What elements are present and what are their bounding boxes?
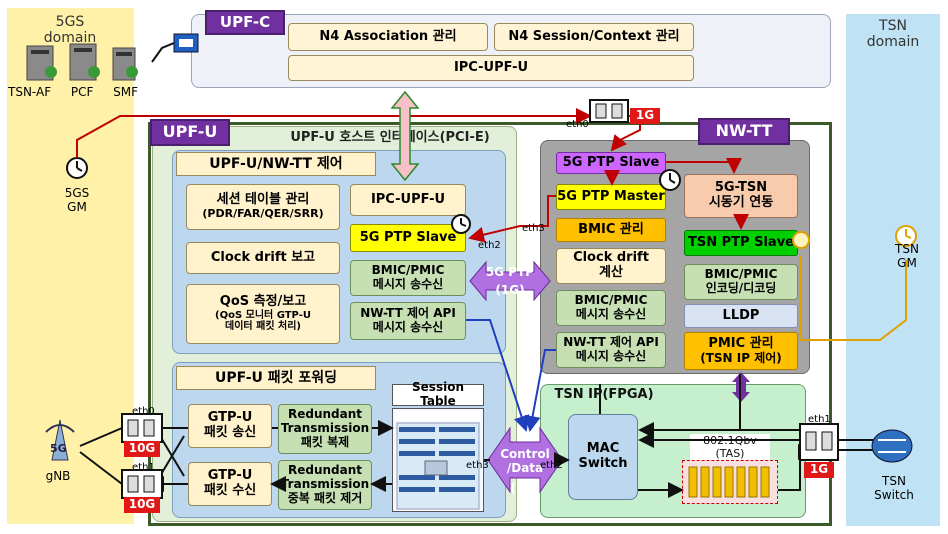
port-eth3-mid: eth3 <box>466 460 489 471</box>
ethernet-port-icon-top <box>589 99 629 123</box>
pmic-mgmt-box: PMIC 관리(TSN IP 제어) <box>684 332 798 370</box>
upf-c-tag: UPF-C <box>205 10 285 35</box>
upf-u-forwarding-title: UPF-U 패킷 포워딩 <box>176 366 376 390</box>
session-table-graphic <box>392 408 484 512</box>
port-1g-right: 1G <box>804 462 834 478</box>
session-table-title: Session Table <box>392 380 484 408</box>
port-eth1-left: eth1 <box>132 462 155 473</box>
upf-u-tag: UPF-U <box>150 119 230 146</box>
gnb-label: gNB <box>45 469 71 484</box>
port-10g-a: 10G <box>124 441 160 457</box>
server-label-tsnaf: TSN-AF <box>8 85 52 99</box>
port-eth3-top: eth3 <box>522 223 545 234</box>
qbv-label: 802.1Qbv(TAS) <box>690 434 770 462</box>
tsn-ptp-slave-box: TSN PTP Slave <box>684 230 798 256</box>
session-table-mgmt-box: 세션 테이블 관리(PDR/FAR/QER/SRR) <box>186 184 340 230</box>
ipc-upf-u-top-box: IPC-UPF-U <box>288 55 694 81</box>
qbv-queues-svg <box>688 466 770 498</box>
server-label-pcf: PCF <box>70 85 94 99</box>
server-label-row: TSN-AF PCF SMF <box>8 85 138 104</box>
upf-u-ptp-slave-box: 5G PTP Slave <box>350 224 466 252</box>
qbv-tas-graphic <box>682 460 778 504</box>
server-label-smf: SMF <box>113 85 138 99</box>
n4-association-box: N4 Association 관리 <box>288 23 488 51</box>
session-table-svg <box>395 411 481 510</box>
tsn-ip-title: TSN IP(FPGA) <box>554 386 654 402</box>
port-1g-top: 1G <box>630 108 660 124</box>
host-interface-label: UPF-U 호스트 인터페이스(PCI-E) <box>290 129 490 145</box>
port-eth1-right: eth1 <box>808 414 831 425</box>
ipc-upf-u-box: IPC-UPF-U <box>350 184 466 216</box>
clock-drift-report-box: Clock drift 보고 <box>186 242 340 274</box>
n4-session-box: N4 Session/Context 관리 <box>494 23 694 51</box>
lldp-box: LLDP <box>684 304 798 328</box>
nwtt-ptp-master-box: 5G PTP Master <box>556 184 666 210</box>
nwtt-ptp-slave-box: 5G PTP Slave <box>556 152 666 174</box>
upf-u-control-title: UPF-U/NW-TT 제어 <box>176 152 376 176</box>
port-eth0-top: eth0 <box>566 119 589 130</box>
port-10g-b: 10G <box>124 497 160 513</box>
nwtt-tag: NW-TT <box>698 118 790 145</box>
port-eth2-mid: eth2 <box>540 460 563 471</box>
port-eth0-left: eth0 <box>132 406 155 417</box>
nwtt-bmic-box: BMIC 관리 <box>556 218 666 242</box>
port-eth2: eth2 <box>478 240 501 251</box>
